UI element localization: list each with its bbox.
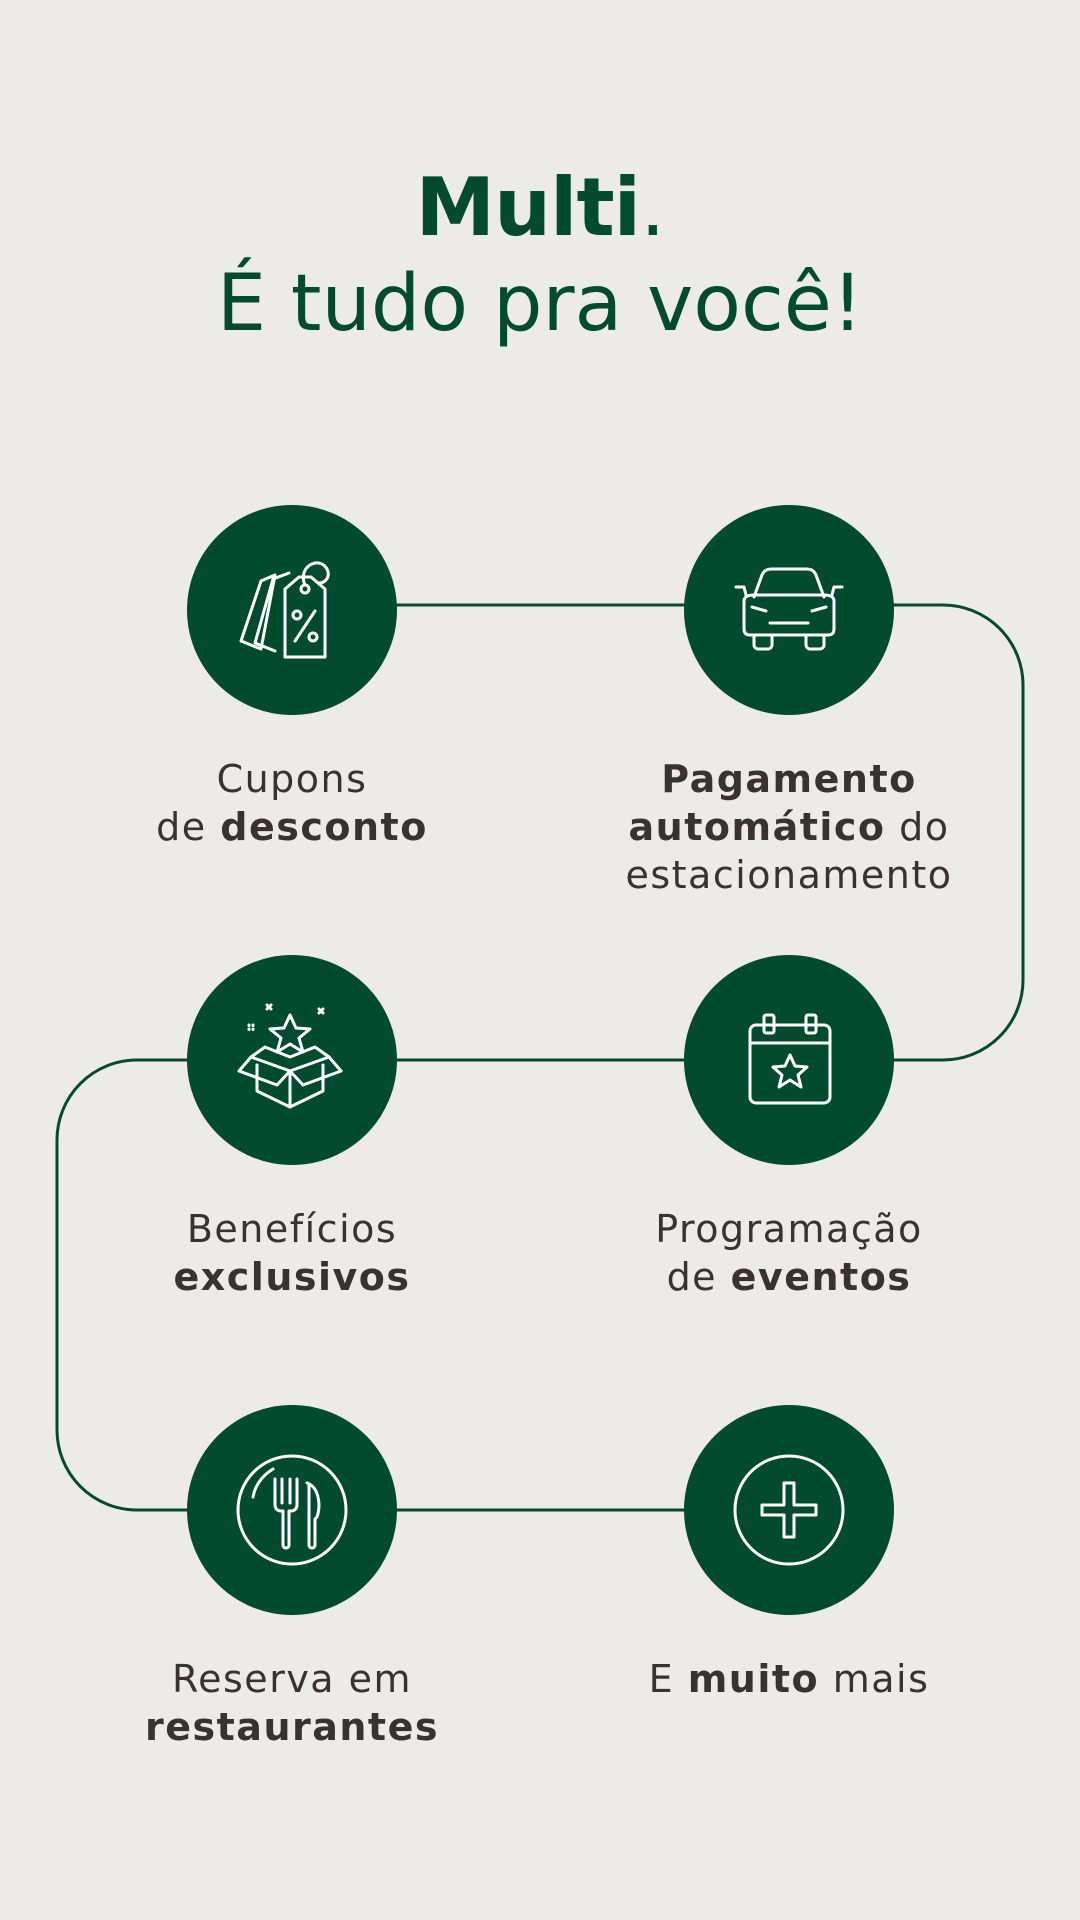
car-icon (734, 567, 844, 651)
feature-restaurants-label: Reserva em restaurantes (92, 1655, 492, 1751)
feature-label-text: de (666, 1255, 731, 1299)
tagline: É tudo pra você! (216, 259, 864, 349)
feature-parking-label: Pagamento automático do estacionamento (589, 755, 989, 899)
feature-label-text: muito (687, 1657, 820, 1701)
calendar-star-icon (748, 1013, 832, 1105)
feature-label-line: de eventos (589, 1253, 989, 1301)
feature-coupons-button[interactable] (187, 505, 397, 715)
feature-label-line: Programação (589, 1205, 989, 1253)
feature-label-text: exclusivos (173, 1255, 411, 1299)
feature-label-text: Benefícios (186, 1207, 398, 1251)
feature-label-text: desconto (220, 805, 428, 849)
feature-label-line: Reserva em (92, 1655, 492, 1703)
feature-parking-button[interactable] (684, 505, 894, 715)
feature-label-line: de desconto (92, 803, 492, 851)
feature-label-line: Cupons (92, 755, 492, 803)
gift-box-star-icon (237, 1003, 343, 1109)
feature-label-text: E (648, 1657, 688, 1701)
plus-circle-icon (733, 1454, 845, 1566)
brand-period: . (640, 161, 665, 254)
feature-more-button[interactable] (684, 1405, 894, 1615)
feature-events-label: Programação de eventos (589, 1205, 989, 1301)
feature-label-text: Reserva em (171, 1657, 413, 1701)
feature-label-line: automático do (589, 803, 989, 851)
feature-more-label: E muito mais (589, 1655, 989, 1703)
title-brand-line: Multi. (0, 160, 1080, 256)
feature-label-text: Programação (655, 1207, 923, 1251)
feature-benefits-button[interactable] (187, 955, 397, 1165)
feature-label-line: restaurantes (92, 1703, 492, 1751)
feature-label-line: Benefícios (92, 1205, 492, 1253)
feature-label-text: Cupons (216, 757, 368, 801)
feature-label-line: Pagamento (589, 755, 989, 803)
feature-label-line: exclusivos (92, 1253, 492, 1301)
discount-tag-icon (239, 561, 330, 659)
feature-label-text: mais (819, 1657, 930, 1701)
feature-label-text: do (885, 805, 950, 849)
feature-label-text: automático (628, 805, 886, 849)
feature-label-line: E muito mais (589, 1655, 989, 1703)
feature-events-button[interactable] (684, 955, 894, 1165)
plate-cutlery-icon (236, 1454, 348, 1566)
feature-label-text: restaurantes (145, 1705, 439, 1749)
page-title: Multi. É tudo pra você! (0, 160, 1080, 352)
feature-label-text: estacionamento (625, 853, 953, 897)
feature-restaurants-button[interactable] (187, 1405, 397, 1615)
feature-label-text: Pagamento (661, 757, 917, 801)
brand-name: Multi (415, 161, 641, 254)
feature-label-text: eventos (730, 1255, 912, 1299)
feature-label-line: estacionamento (589, 851, 989, 899)
feature-benefits-label: Benefícios exclusivos (92, 1205, 492, 1301)
feature-coupons-label: Cupons de desconto (92, 755, 492, 851)
feature-label-text: de (156, 805, 221, 849)
